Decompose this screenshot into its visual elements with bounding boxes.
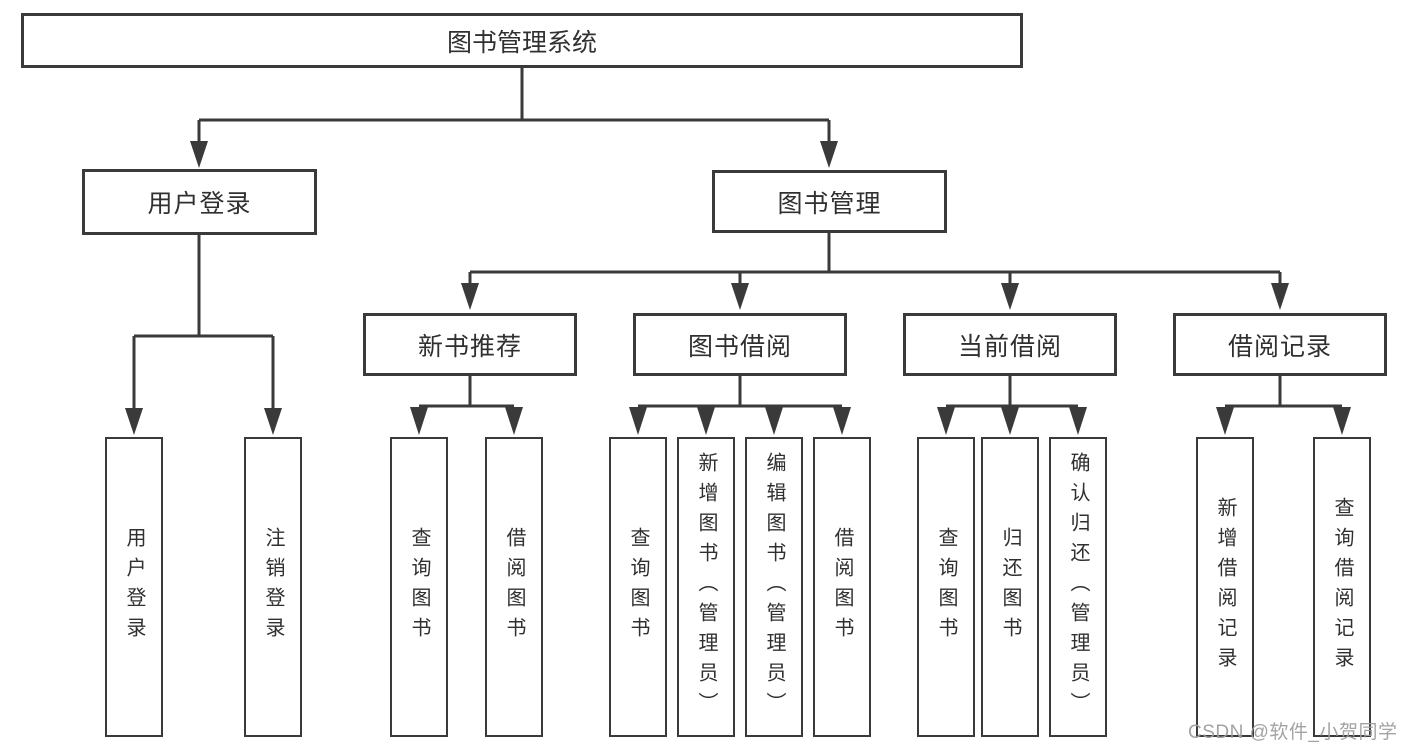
leaf-edit-books-admin: 编辑图书（管理员） bbox=[745, 437, 803, 737]
leaf-return-books: 归还图书 bbox=[981, 437, 1039, 737]
leaf-borrow-books-newbook: 借阅图书 bbox=[485, 437, 543, 737]
arrowheads bbox=[125, 141, 1351, 435]
leaf-add-books-admin: 新增图书（管理员） bbox=[677, 437, 735, 737]
leaf-confirm-return-admin: 确认归还（管理员） bbox=[1049, 437, 1107, 737]
node-user-login: 用户登录 bbox=[82, 169, 317, 235]
connector-user-login-to-leaves bbox=[132, 235, 275, 410]
leaf-query-borrow-record: 查询借阅记录 bbox=[1313, 437, 1371, 737]
node-root-title: 图书管理系统 bbox=[21, 13, 1023, 68]
node-new-book-recommend: 新书推荐 bbox=[363, 313, 577, 376]
leaf-user-login: 用户登录 bbox=[105, 437, 163, 737]
leaf-query-books-borrowing: 查询图书 bbox=[609, 437, 667, 737]
node-current-borrowing: 当前借阅 bbox=[903, 313, 1117, 376]
node-book-borrowing: 图书借阅 bbox=[633, 313, 847, 376]
leaf-query-books-current: 查询图书 bbox=[917, 437, 975, 737]
node-borrowing-records: 借阅记录 bbox=[1173, 313, 1387, 376]
connector-book-mgmt-to-level3 bbox=[468, 233, 1282, 284]
connector-level3-stems bbox=[468, 376, 1282, 406]
connector-root-to-level2 bbox=[197, 68, 831, 144]
leaf-query-books-newbook: 查询图书 bbox=[390, 437, 448, 737]
csdn-watermark: CSDN @软件_小贺同学 bbox=[1188, 722, 1398, 743]
leaf-logout: 注销登录 bbox=[244, 437, 302, 737]
leaf-borrow-books-borrowing: 借阅图书 bbox=[813, 437, 871, 737]
node-book-management: 图书管理 bbox=[712, 170, 947, 233]
leaf-add-borrow-record: 新增借阅记录 bbox=[1196, 437, 1254, 737]
